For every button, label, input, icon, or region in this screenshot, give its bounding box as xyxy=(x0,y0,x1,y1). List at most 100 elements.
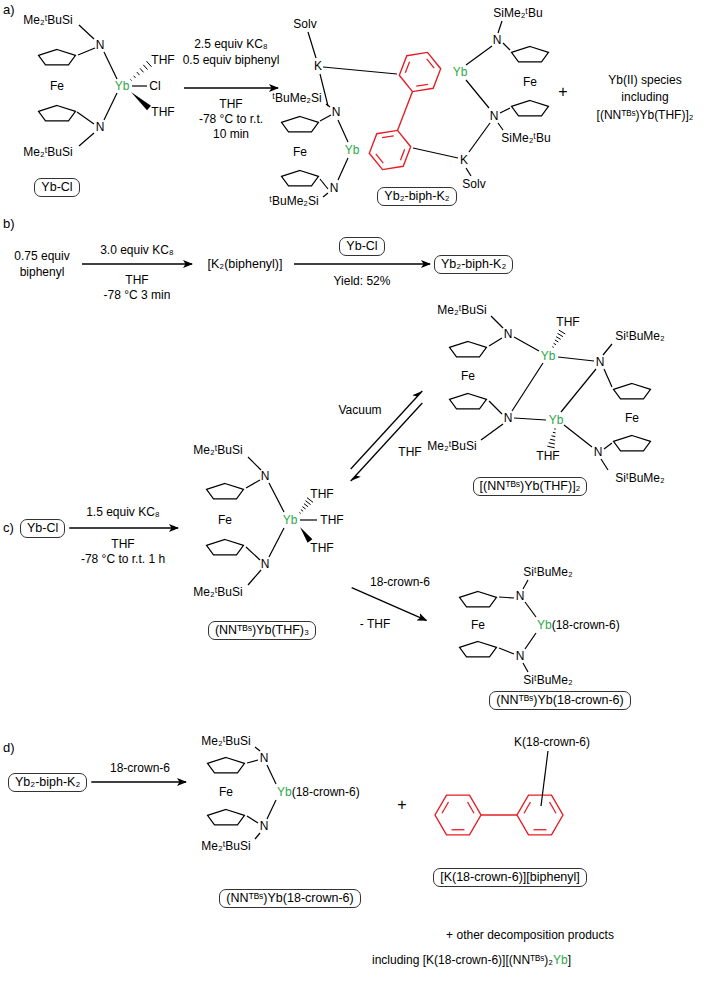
compound-label: Yb-Cl xyxy=(27,521,58,536)
atom-label: Fe xyxy=(219,785,233,799)
bond-line xyxy=(300,519,317,520)
compound-group: Yb-Cl xyxy=(6,4,180,204)
atom-label: Fe xyxy=(523,75,537,89)
hashed-bond xyxy=(301,510,303,512)
bond-line xyxy=(248,457,261,470)
bond-line xyxy=(525,633,536,649)
atom-label: (18-crown-6) xyxy=(552,618,620,632)
compound-box: Yb₂-biph-K₂ xyxy=(8,773,87,792)
compound-group: Yb₂-biph-K₂ xyxy=(282,4,556,210)
benzene-ring xyxy=(435,795,481,835)
atom-label: THF xyxy=(320,513,343,527)
condition-text: [(NNᵀᴮˢ)Yb(THF)]₂ xyxy=(597,108,694,122)
double-bond xyxy=(468,802,474,813)
panel-letter: c) xyxy=(3,521,14,535)
bond-line xyxy=(512,363,543,411)
bond-line xyxy=(78,48,95,55)
cp-ring xyxy=(207,484,244,499)
benzene-ring xyxy=(369,130,410,169)
compound-label: (NNᵀᴮˢ)Yb(18-crown-6) xyxy=(489,691,630,710)
bond-line xyxy=(604,443,612,449)
condition-text: including [K(18-crown-6)][(NNᵀᴮˢ)₂ xyxy=(372,953,553,967)
bond-line xyxy=(503,43,510,50)
compound-group: (NNᵀᴮˢ)Yb(18-crown-6) xyxy=(190,732,380,910)
compound-box: Yb-Cl xyxy=(339,237,384,256)
atom-label: N xyxy=(516,649,525,663)
bond-line xyxy=(523,663,528,672)
ytterbium-label: Yb xyxy=(549,413,564,427)
bond-line xyxy=(79,25,94,39)
atom-label: Cl xyxy=(149,79,160,93)
atom-label: N xyxy=(594,445,603,459)
benzene-ring xyxy=(517,795,563,835)
double-bond xyxy=(524,802,530,813)
bond-line xyxy=(469,123,490,152)
double-bond xyxy=(427,59,434,68)
ytterbium-label: Yb xyxy=(453,65,468,79)
atom-label: Fe xyxy=(218,513,232,527)
atom-label: Solv xyxy=(462,177,485,191)
bond-line xyxy=(489,401,502,414)
hashed-bond xyxy=(305,501,310,505)
atom-label: N xyxy=(332,105,341,119)
hashed-bond xyxy=(557,333,562,336)
reaction-arrow xyxy=(91,781,186,782)
hashed-bond xyxy=(547,446,554,448)
atom-label: Fe xyxy=(293,145,307,159)
reaction-arrow xyxy=(69,527,178,528)
hashed-bond xyxy=(549,443,555,444)
bond-line xyxy=(248,570,261,585)
bond-line xyxy=(466,46,492,65)
cp-ring xyxy=(460,592,497,607)
bond-line xyxy=(499,648,514,654)
bond-line xyxy=(104,93,117,120)
cp-ring xyxy=(460,642,497,657)
compound-label: (NNᵀᴮˢ)Yb(THF)₃ xyxy=(208,621,316,640)
double-bond xyxy=(382,136,394,138)
silyl-group: ᵗBuMe₂Si xyxy=(272,91,321,105)
condition-text: Yield: 52% xyxy=(334,274,391,288)
bond-line xyxy=(269,528,284,557)
condition-text: ] xyxy=(568,953,571,967)
hashed-bond xyxy=(550,439,555,440)
double-bond xyxy=(416,84,428,86)
atom-label: Fe xyxy=(471,618,485,632)
hashed-bond xyxy=(299,512,300,514)
atom-label: N xyxy=(96,38,105,52)
bond-line xyxy=(338,120,348,142)
atom-label: K xyxy=(460,153,468,167)
cp-ring xyxy=(512,47,549,62)
bond-line xyxy=(500,108,510,113)
atom-label: (18-crown-6) xyxy=(292,785,360,799)
wedge-bond xyxy=(300,527,312,543)
atom-label: N xyxy=(261,557,270,571)
ytterbium-label: Yb xyxy=(537,618,552,632)
bond-line xyxy=(326,104,330,107)
atom-label: K xyxy=(314,59,322,73)
hashed-bond xyxy=(143,65,147,70)
atom-label: THF xyxy=(556,315,579,329)
cp-ring xyxy=(614,384,651,399)
bond-line xyxy=(269,483,284,512)
compound-group: [K(18-crown-6)][biphenyl] xyxy=(418,728,608,890)
bond-line xyxy=(267,800,276,819)
compound-label: Yb₂-biph-K₂ xyxy=(15,775,80,790)
bond-line xyxy=(489,338,502,346)
bond-line xyxy=(323,193,328,197)
reaction-arrow xyxy=(184,87,278,88)
hashed-bond xyxy=(137,72,140,75)
condition-text: including xyxy=(621,90,668,104)
compound-label: Yb-Cl xyxy=(346,239,377,254)
condition-text: -78 °C 3 min xyxy=(104,288,171,302)
benzene-ring xyxy=(399,52,440,91)
silyl-group: ᵗBuMe₂Si xyxy=(269,194,318,208)
condition-text: THF xyxy=(111,537,134,551)
hashed-bond xyxy=(552,346,553,348)
bond-line xyxy=(541,751,548,806)
bond-line xyxy=(320,179,328,189)
bond-line xyxy=(323,67,397,74)
condition-text: 10 min xyxy=(213,127,249,141)
silyl-group: SiMe₂ᵗBu xyxy=(501,131,550,145)
compound-label: Yb₂-biph-K₂ xyxy=(441,257,506,272)
silyl-group: Me₂ᵗBuSi xyxy=(201,734,250,748)
